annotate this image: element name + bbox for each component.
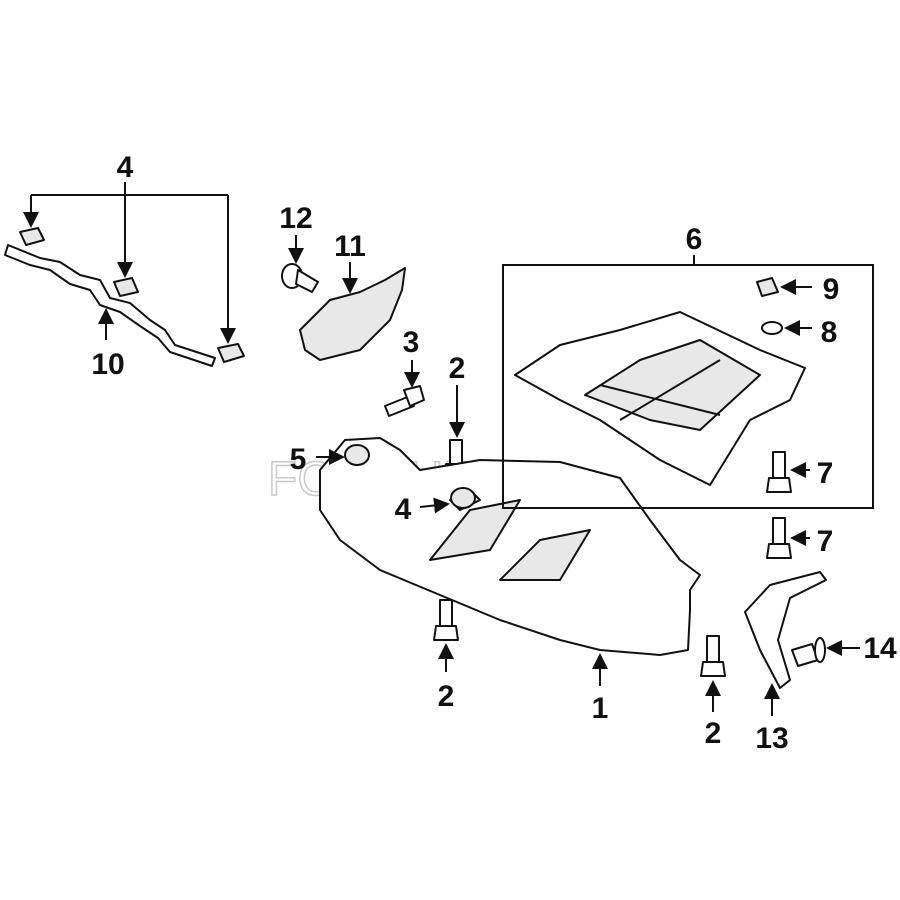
callout-6: 6: [686, 223, 703, 256]
callout-10: 10: [91, 348, 124, 381]
callout-14: 14: [863, 632, 897, 665]
part-9-clip-nut: [756, 277, 812, 297]
part-4-clip-lower: [419, 487, 476, 514]
part-1-undertray: [319, 437, 701, 686]
callout-11: 11: [334, 230, 366, 263]
part-11-shield: [299, 262, 406, 361]
part-13-bracket: [744, 571, 827, 716]
callout-2-left: 2: [438, 680, 455, 713]
callout-12: 12: [279, 202, 312, 235]
part-5-nut: [316, 444, 370, 466]
part-2-bolt-right: [700, 635, 726, 712]
callout-4-top: 4: [117, 151, 134, 184]
callout-2-top: 2: [449, 352, 466, 385]
part-7-bolt-upper: [766, 451, 810, 493]
callout-7-upper: 7: [817, 457, 834, 490]
part-10-strip: [4, 244, 216, 367]
callout-lines-4: [23, 182, 236, 344]
part-12-push-pin: [281, 235, 319, 293]
part-4-clips: [19, 227, 245, 363]
callout-7-lower: 7: [817, 525, 834, 558]
part-6-group: [502, 255, 874, 509]
callout-9: 9: [823, 273, 840, 306]
callout-2-right: 2: [705, 717, 722, 750]
callout-8: 8: [821, 316, 838, 349]
part-2-bolt-left: [433, 599, 459, 672]
callout-3: 3: [403, 326, 420, 359]
callout-5: 5: [290, 443, 307, 476]
part-7-bolt-lower: [766, 517, 810, 559]
callout-13: 13: [755, 722, 788, 755]
callout-4-lower: 4: [395, 493, 412, 526]
callout-1: 1: [592, 692, 609, 725]
part-3-bolt: [384, 360, 425, 417]
part-14-grommet: [791, 637, 860, 667]
part-8-washer: [761, 320, 812, 336]
